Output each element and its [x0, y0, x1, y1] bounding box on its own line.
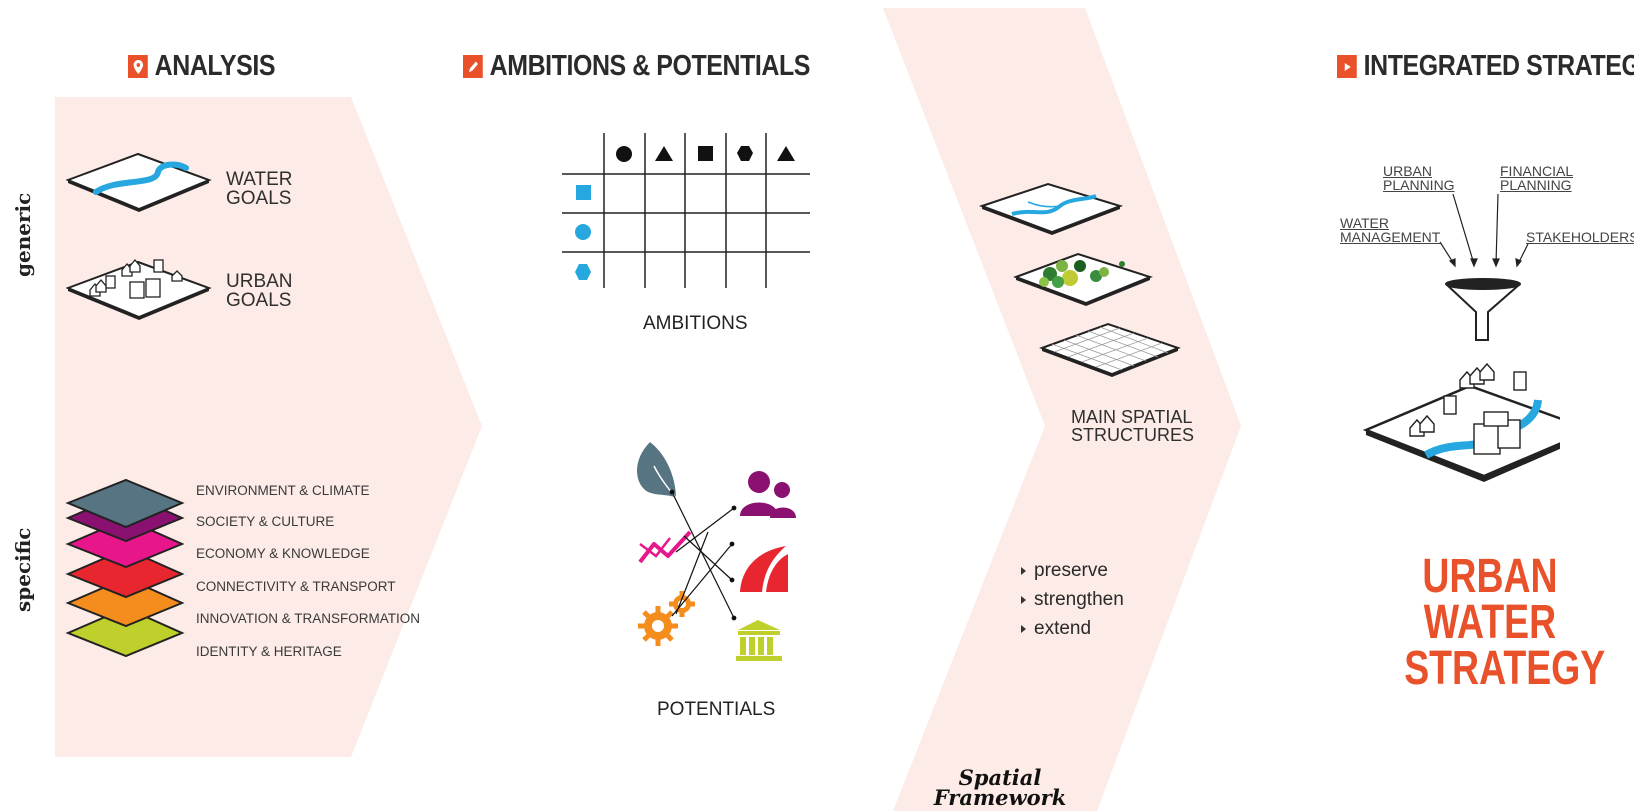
- strategy-title: INTEGRATED STRATEGY: [1363, 50, 1634, 82]
- layer-label-innovation: INNOVATION & TRANSFORMATION: [196, 611, 421, 626]
- layer-label-economy: ECONOMY & KNOWLEDGE: [196, 546, 370, 561]
- circle-icon: [575, 224, 591, 240]
- bullet-preserve: preserve: [1021, 556, 1124, 585]
- location-pin-icon: [128, 55, 148, 78]
- potentials-caption: POTENTIALS: [657, 699, 776, 720]
- urban-goals-plane-icon: [66, 258, 212, 320]
- funnel-diagram: [1362, 193, 1560, 482]
- pencil-icon: [463, 55, 483, 78]
- square-icon: [698, 146, 713, 161]
- potentials-diagram: [637, 442, 796, 661]
- strategy-heading: INTEGRATED STRATEGY: [1337, 50, 1634, 83]
- play-icon: [1337, 55, 1357, 78]
- green-structure-plane: [1013, 252, 1153, 306]
- layer-label-environment: ENVIRONMENT & CLIMATE: [196, 483, 370, 498]
- water-goals-plane-icon: [66, 152, 212, 212]
- spatial-bullets: preserve strengthen extend: [1021, 556, 1124, 643]
- layer-label-connectivity: CONNECTIVITY & TRANSPORT: [196, 579, 396, 594]
- layer-label-society: SOCIETY & CULTURE: [196, 514, 335, 529]
- circle-icon: [616, 146, 632, 162]
- spatial-framework-panel: [883, 8, 1241, 811]
- bullet-strengthen: strengthen: [1021, 585, 1124, 614]
- hexagon-icon: [737, 146, 753, 161]
- generic-label: generic: [11, 192, 35, 277]
- funnel-icon: [1445, 278, 1521, 341]
- analysis-title: ANALYSIS: [154, 50, 276, 82]
- heritage-building-icon: [736, 620, 782, 661]
- hexagon-icon: [575, 264, 591, 280]
- grid-structure-plane: [1039, 322, 1181, 377]
- stakeholders-label: STAKEHOLDERS: [1526, 229, 1634, 245]
- urban-water-strategy-title: URBAN WATER STRATEGY: [1404, 550, 1606, 695]
- road-icon: [740, 546, 788, 592]
- bullet-arrow-icon: [1021, 624, 1026, 633]
- triangle-icon: [777, 146, 795, 161]
- spatial-structures-stack: [978, 182, 1181, 377]
- bullet-arrow-icon: [1021, 595, 1026, 604]
- bullet-arrow-icon: [1021, 566, 1026, 575]
- triangle-icon: [655, 146, 673, 161]
- layer-environment-climate: [65, 478, 185, 529]
- layers-stack: [65, 478, 185, 658]
- ambitions-heading: AMBITIONS & POTENTIALS: [463, 50, 810, 83]
- people-icon: [740, 471, 796, 518]
- ambitions-title: AMBITIONS & POTENTIALS: [489, 50, 811, 82]
- bullet-extend: extend: [1021, 614, 1124, 643]
- strategy-city-plane: [1362, 362, 1560, 482]
- water-structure-plane: [978, 182, 1124, 235]
- square-icon: [576, 185, 591, 200]
- ambitions-matrix: [562, 133, 810, 288]
- specific-label: specific: [11, 527, 35, 612]
- ambitions-caption: AMBITIONS: [643, 313, 748, 334]
- layer-label-identity: IDENTITY & HERITAGE: [196, 644, 342, 659]
- analysis-heading: ANALYSIS: [128, 50, 275, 83]
